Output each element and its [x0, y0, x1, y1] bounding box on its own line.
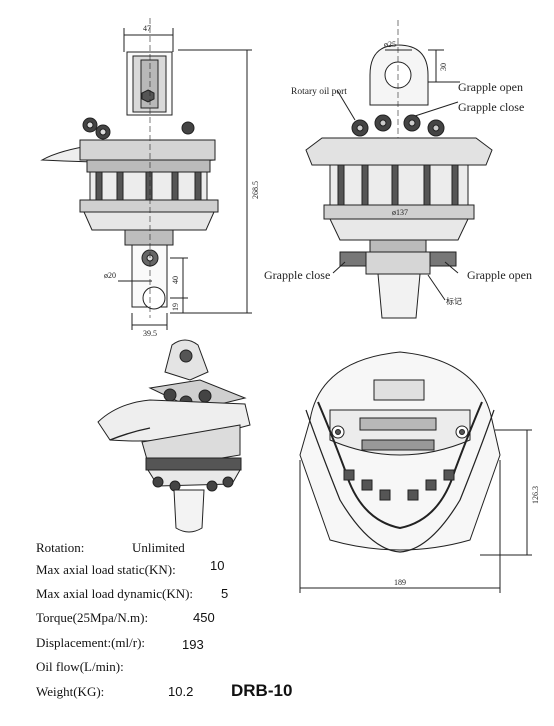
dim-base-width: 39.5	[143, 329, 157, 338]
spec-row-static-load: Max axial load static(KN): 10	[36, 558, 224, 578]
spec-row-torque: Torque(25Mpa/N.m): 450	[36, 610, 215, 626]
label-grapple-close-bottom: Grapple close	[264, 268, 330, 282]
spec-value: 10	[210, 558, 225, 573]
label-rotary-oil-port: Rotary oil port	[291, 87, 347, 97]
dim-height-total: 268.5	[251, 181, 260, 199]
spec-label: Oil flow(L/min):	[36, 659, 124, 674]
dim-top-pin-offset: 30	[439, 63, 448, 71]
spec-value: 5	[221, 586, 229, 601]
label-grapple-open-top: Grapple open	[458, 80, 523, 94]
model-name: DRB-10	[231, 681, 293, 700]
spec-value: Unlimited	[132, 540, 185, 555]
spec-row-dynamic-load: Max axial load dynamic(KN): 5	[36, 586, 228, 602]
spec-row-oil-flow: Oil flow(L/min):	[36, 659, 124, 675]
front-view-drawing	[305, 20, 493, 319]
spec-value: 10.2	[168, 684, 194, 699]
spec-label: Max axial load dynamic(KN):	[36, 586, 194, 601]
dim-right-width: 189	[394, 578, 406, 587]
top-down-view-drawing	[299, 351, 532, 593]
spec-value: 193	[182, 637, 204, 652]
spec-label: Displacement:(ml/r):	[36, 635, 146, 650]
label-grapple-close-top: Grapple close	[458, 100, 524, 114]
dim-housing-dia: ø137	[392, 208, 408, 217]
spec-label: Weight(KG):	[36, 684, 105, 699]
label-chinese-mark: 标记	[446, 296, 462, 306]
dim-pin-to-end: 19	[171, 303, 180, 311]
dim-pin-spacing: 40	[171, 276, 180, 284]
spec-label: Rotation:	[36, 540, 85, 555]
spec-value: 450	[193, 610, 215, 625]
spec-row-weight: Weight(KG): 10.2	[36, 684, 193, 700]
dim-pin-dia-left: ø20	[104, 271, 116, 280]
label-grapple-open-bottom: Grapple open	[467, 268, 532, 282]
spec-label: Max axial load static(KN):	[36, 562, 176, 577]
spec-row-rotation: Rotation: Unlimited	[36, 540, 185, 556]
spec-label: Torque(25Mpa/N.m):	[36, 610, 149, 625]
isometric-view-drawing	[97, 339, 251, 533]
dim-right-height: 126.3	[531, 486, 540, 504]
spec-row-displacement: Displacement:(ml/r): 193	[36, 635, 204, 652]
dim-top-pin-dia: ø25	[384, 40, 396, 49]
side-view-drawing	[40, 18, 252, 330]
dim-width-top: 47	[143, 24, 151, 33]
